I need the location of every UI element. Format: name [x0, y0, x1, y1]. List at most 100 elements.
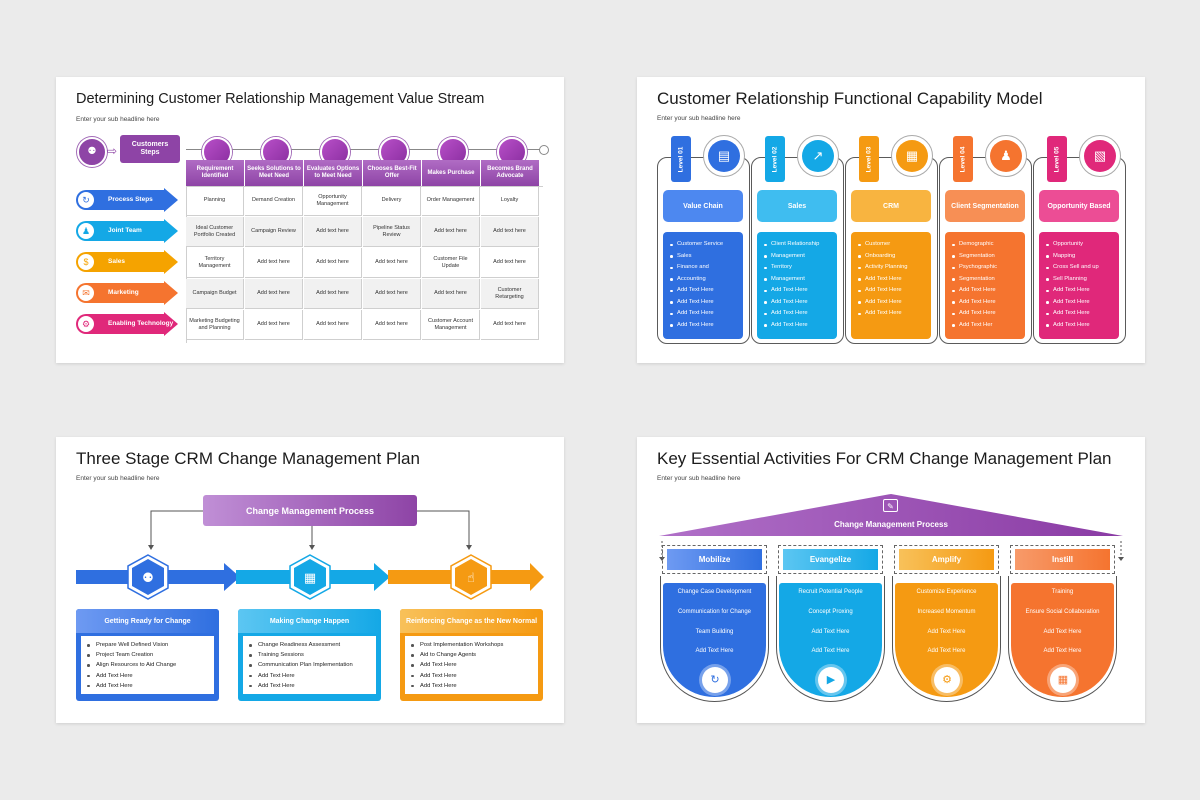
level-icon-ring: ♟ [985, 135, 1027, 177]
table-cell: Customer Account Management [422, 310, 480, 340]
pillar-outline [892, 576, 1001, 702]
table-cell: Territory Management [186, 248, 244, 278]
table-cell: Marketing Budgeting and Planning [186, 310, 244, 340]
level-tab: Level 01 [671, 136, 691, 182]
column-header: Becomes Brand Advocate [481, 160, 539, 186]
process-connectors [148, 510, 472, 550]
table-cell: Add text here [481, 310, 539, 340]
level-icon-ring: ↗ [797, 135, 839, 177]
table-cell: Delivery [363, 186, 421, 216]
refresh-icon: ↻ [78, 192, 94, 208]
table-cell: Add text here [304, 310, 362, 340]
slide-title: Determining Customer Relationship Manage… [76, 91, 485, 107]
pillar-outline [1008, 576, 1117, 702]
timeline-dot [539, 145, 549, 155]
svg-text:☝: ☝ [467, 571, 475, 586]
pillar-outline [776, 576, 885, 702]
roof-shape [659, 494, 1123, 536]
svg-text:⚉: ⚉ [142, 571, 154, 586]
pillar-outline [660, 576, 769, 702]
table-cell: Add text here [422, 217, 480, 247]
column-header: Makes Purchase [422, 160, 480, 186]
value-stream-table [186, 186, 543, 343]
column-header: Seeks Solutions to Meet Need [245, 160, 303, 186]
stage-title: Getting Ready for Change [76, 609, 219, 633]
table-cell: Campaign Review [245, 217, 303, 247]
column-header: Evaluates Options to Meet Need [304, 160, 362, 186]
table-cell: Add text here [363, 248, 421, 278]
pillar-tab: Amplify [894, 545, 999, 574]
table-cell: Add text here [304, 279, 362, 309]
customer-steps-label: Customers Steps [120, 135, 180, 163]
stage-title: Making Change Happen [238, 609, 381, 633]
bar-chart-icon: ▤ [708, 140, 740, 172]
timeline-line [186, 149, 544, 150]
process-banner: Change Management Process [203, 495, 417, 526]
team-icon: ♟ [78, 223, 94, 239]
stage-title: Reinforcing Change as the New Normal [400, 609, 543, 633]
roof-label: Change Management Process [834, 519, 948, 529]
pillar-body: Recruit Potential People Concept Proxing… [779, 583, 882, 697]
table-cell: Campaign Budget [186, 279, 244, 309]
table-cell: Add text here [481, 217, 539, 247]
megaphone-icon: ✉ [78, 285, 94, 301]
level-title: Opportunity Based [1039, 190, 1119, 222]
slide-subtitle: Enter your sub headline here [76, 475, 160, 482]
table-cell: Loyalty [481, 186, 539, 216]
level-title: CRM [851, 190, 931, 222]
arrow-right-icon: ⇨ [107, 144, 118, 158]
level-tab: Level 04 [953, 136, 973, 182]
slide-capability-model: Customer Relationship Functional Capabil… [637, 77, 1145, 363]
slide-subtitle: Enter your sub headline here [657, 475, 741, 482]
row-label-process-steps: ↻ Process Steps [76, 188, 180, 212]
table-cell: Add text here [304, 217, 362, 247]
table-cell: Pipeline Status Review [363, 217, 421, 247]
training-icon: ▦ [1050, 667, 1076, 693]
row-label-sales: $ Sales [76, 250, 180, 274]
table-cell: Add text here [363, 279, 421, 309]
pillar-body: Customize Experience Increased Momentum … [895, 583, 998, 697]
presentation-icon: ▦ [896, 140, 928, 172]
level-icon-ring: ▤ [703, 135, 745, 177]
thumbs-up-icon: ☝ [450, 554, 492, 600]
level-title: Client Segmentation [945, 190, 1025, 222]
table-cell: Demand Creation [245, 186, 303, 216]
level-icon-ring: ▧ [1079, 135, 1121, 177]
table-cell: Opportunity Management [304, 186, 362, 216]
customer-icon: ⚉ [77, 137, 107, 167]
level-title: Value Chain [663, 190, 743, 222]
row-label-marketing: ✉ Marketing [76, 281, 180, 305]
stage-card: Making Change Happen Change Readiness As… [238, 609, 381, 701]
table-cell: Add text here [363, 310, 421, 340]
slide-subtitle: Enter your sub headline here [657, 115, 741, 122]
table-cell: Add text here [245, 310, 303, 340]
table-cell: Customer File Update [422, 248, 480, 278]
row-label-joint-team: ♟ Joint Team [76, 219, 180, 243]
row-label-enabling-technology: ⚙ Enabling Technology [76, 312, 180, 336]
presenter-icon: ▦ [289, 554, 331, 600]
slide-key-activities: Key Essential Activities For CRM Change … [637, 437, 1145, 723]
pillar-tab: Evangelize [778, 545, 883, 574]
slide-title: Three Stage CRM Change Management Plan [76, 449, 420, 468]
pillar-tab: Instill [1010, 545, 1115, 574]
sales-icon: $ [78, 254, 94, 270]
table-cell: Add text here [481, 248, 539, 278]
level-tab: Level 03 [859, 136, 879, 182]
slide-title: Customer Relationship Functional Capabil… [657, 89, 1043, 108]
table-cell: Add text here [245, 279, 303, 309]
slide-three-stage-plan: Three Stage CRM Change Management Plan E… [56, 437, 564, 723]
gear-icon: ⚙ [934, 667, 960, 693]
video-icon: ▶ [818, 667, 844, 693]
pillar-body: Change Case Development Communication fo… [663, 583, 766, 697]
document-icon: ✎ [883, 499, 898, 512]
pillar-tab: Mobilize [662, 545, 767, 574]
stage-card: Getting Ready for Change Prepare Well De… [76, 609, 219, 701]
level-title: Sales [757, 190, 837, 222]
stage-card: Reinforcing Change as the New Normal Pos… [400, 609, 543, 701]
hierarchy-icon: ♟ [990, 140, 1022, 172]
gear-icon: ⚙ [78, 316, 94, 332]
